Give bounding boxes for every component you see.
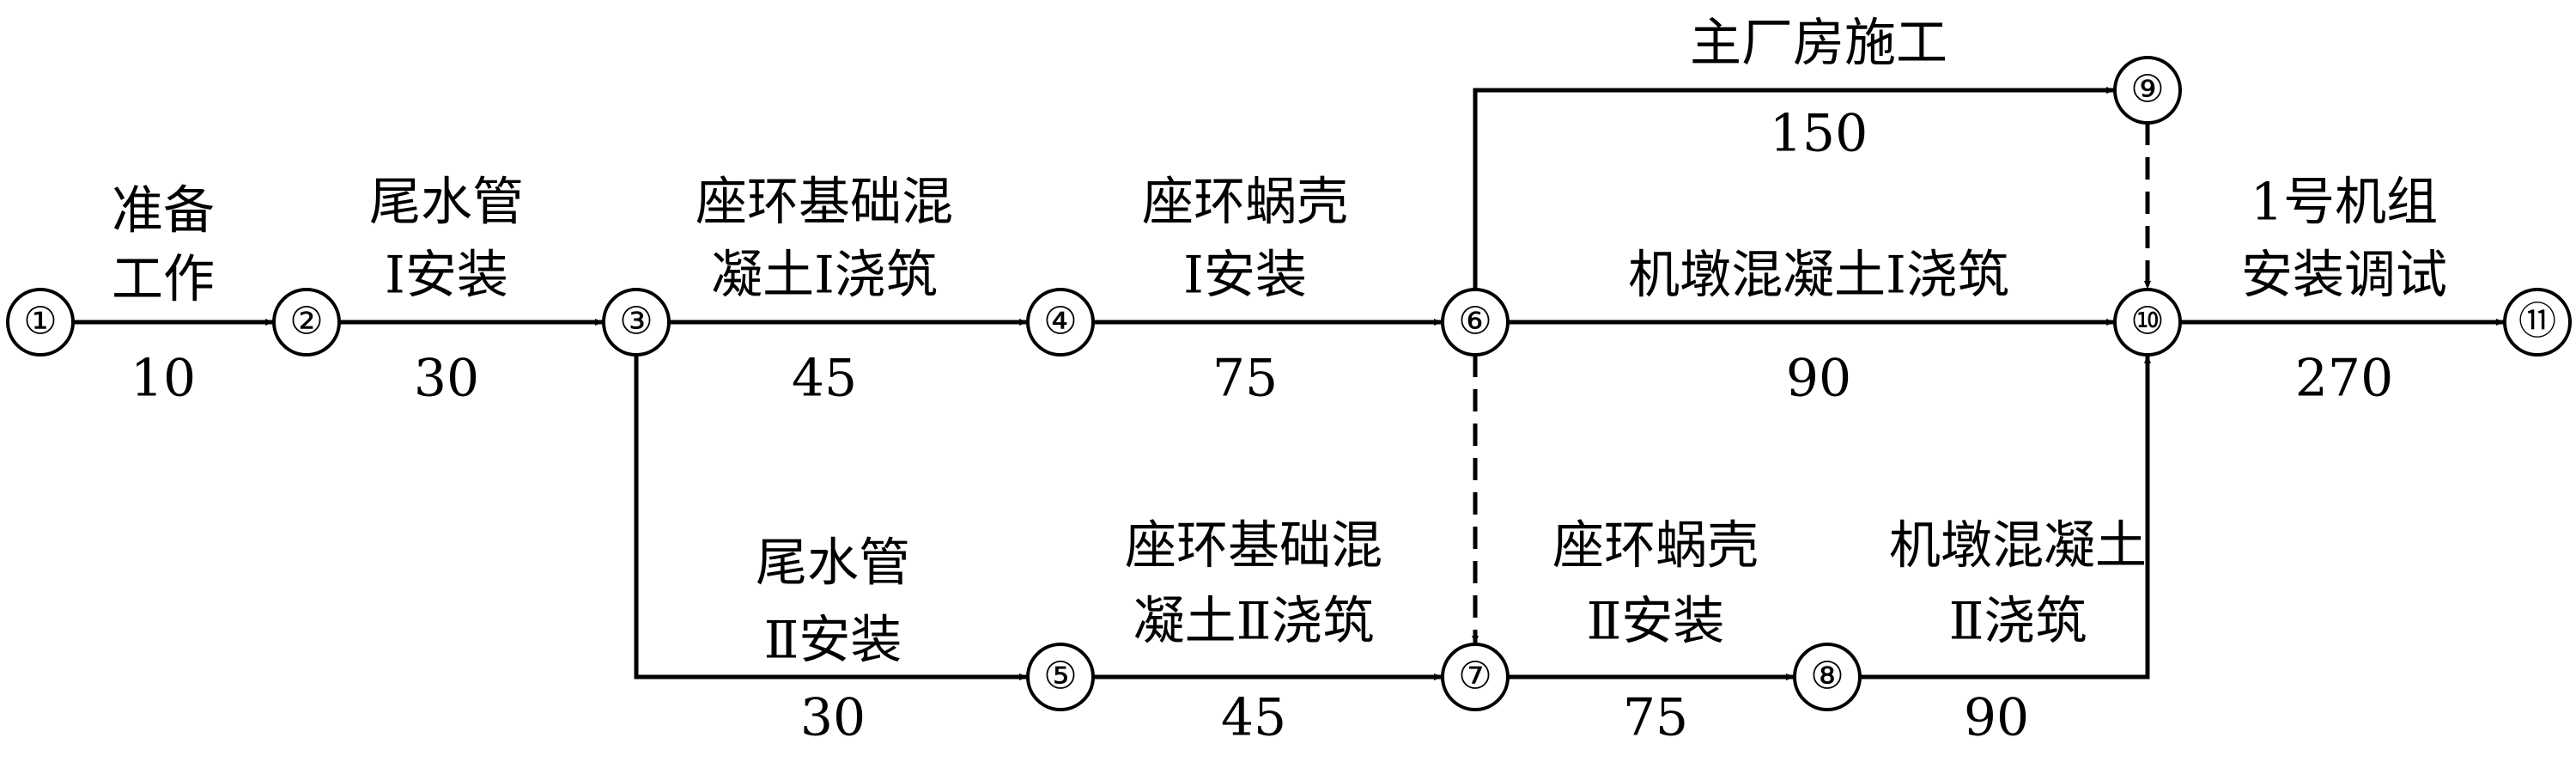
event-node-circle: [272, 288, 341, 357]
activity-label-a9-line-1: 座环基础混: [1125, 516, 1382, 576]
event-node-n1: ①: [6, 288, 75, 357]
activity-label-a11-line-2: Ⅱ浇筑: [1949, 592, 2087, 652]
activity-duration-a8: 30: [800, 688, 866, 748]
activity-label-a11-line-1: 机墩混凝土: [1889, 516, 2147, 576]
event-node-n10: ⑩: [2113, 288, 2182, 357]
activity-label-a7-line-2: 安装调试: [2241, 246, 2447, 306]
event-node-n3: ③: [602, 288, 671, 357]
activity-label-a9-line-2: 凝土Ⅱ浇筑: [1133, 592, 1375, 652]
activity-label-a6-line-1: 机墩混凝土Ⅰ浇筑: [1628, 246, 2009, 306]
event-node-label: ⑩: [2130, 300, 2164, 344]
event-node-label: ⑦: [1458, 655, 1492, 698]
event-node-circle: [6, 288, 75, 357]
activity-label-a3-line-2: 凝土Ⅰ浇筑: [711, 246, 938, 306]
activity-label-a2-line-2: Ⅰ安装: [385, 246, 508, 306]
activity-duration-a10: 75: [1623, 688, 1688, 748]
event-node-n6: ⑥: [1441, 288, 1510, 357]
activity-label-a4-line-1: 座环蜗壳: [1142, 173, 1348, 233]
event-node-circle: [2503, 288, 2572, 357]
activity-duration-a6: 90: [1786, 349, 1851, 409]
event-node-label: ⑧: [1810, 655, 1844, 698]
activity-duration-a5: 150: [1770, 104, 1868, 164]
activity-duration-a11: 90: [1964, 688, 2029, 748]
event-node-circle: [1026, 288, 1095, 357]
event-node-label: ⑤: [1043, 655, 1077, 698]
activity-duration-a7: 270: [2295, 349, 2394, 409]
activity-label-a10-line-1: 座环蜗壳: [1552, 516, 1759, 576]
event-node-label: ⑥: [1458, 300, 1492, 344]
event-node-circle: [2113, 288, 2182, 357]
activity-label-a4-line-2: Ⅰ安装: [1183, 246, 1307, 306]
activity-label-a8-line-1: 尾水管: [756, 533, 910, 594]
activity-duration-a4: 75: [1212, 349, 1278, 409]
event-node-n4: ④: [1026, 288, 1095, 357]
event-node-n11: ⑪: [2503, 288, 2572, 357]
activity-label-a10-line-2: Ⅱ安装: [1587, 592, 1725, 652]
event-node-label: ②: [289, 300, 323, 344]
event-node-label: ①: [23, 300, 57, 344]
activity-label-a2-line-1: 尾水管: [369, 173, 524, 233]
activity-duration-a2: 30: [414, 349, 479, 409]
event-node-label: ③: [619, 300, 653, 344]
activity-arrow-a11: [1860, 355, 2151, 680]
event-node-label: ④: [1043, 300, 1077, 344]
event-node-label: ⑪: [2518, 300, 2556, 344]
event-node-circle: [1441, 643, 1510, 711]
activity-label-a3-line-1: 座环基础混: [696, 173, 953, 233]
activity-label-a5-line-1: 主厂房施工: [1690, 14, 1947, 74]
event-node-n5: ⑤: [1026, 643, 1095, 711]
activity-duration-a3: 45: [792, 349, 857, 409]
event-node-circle: [1441, 288, 1510, 357]
activity-label-a7-line-1: 1号机组: [2251, 173, 2438, 233]
event-node-label: ⑨: [2130, 68, 2164, 112]
event-node-n9: ⑨: [2113, 56, 2182, 125]
activity-label-a1-line-2: 工作: [112, 250, 215, 310]
event-node-circle: [602, 288, 671, 357]
activity-arrow-a8: [634, 355, 1028, 680]
event-node-n8: ⑧: [1793, 643, 1862, 711]
event-node-n7: ⑦: [1441, 643, 1510, 711]
event-node-circle: [2113, 56, 2182, 125]
activity-duration-a9: 45: [1221, 688, 1286, 748]
activity-label-a1-line-1: 准备: [112, 181, 215, 241]
event-node-circle: [1026, 643, 1095, 711]
event-node-circle: [1793, 643, 1862, 711]
activity-duration-a1: 10: [131, 349, 196, 409]
event-node-n2: ②: [272, 288, 341, 357]
activity-arrow-a5: [1473, 87, 2115, 290]
activity-label-a8-line-2: Ⅱ安装: [764, 611, 902, 671]
